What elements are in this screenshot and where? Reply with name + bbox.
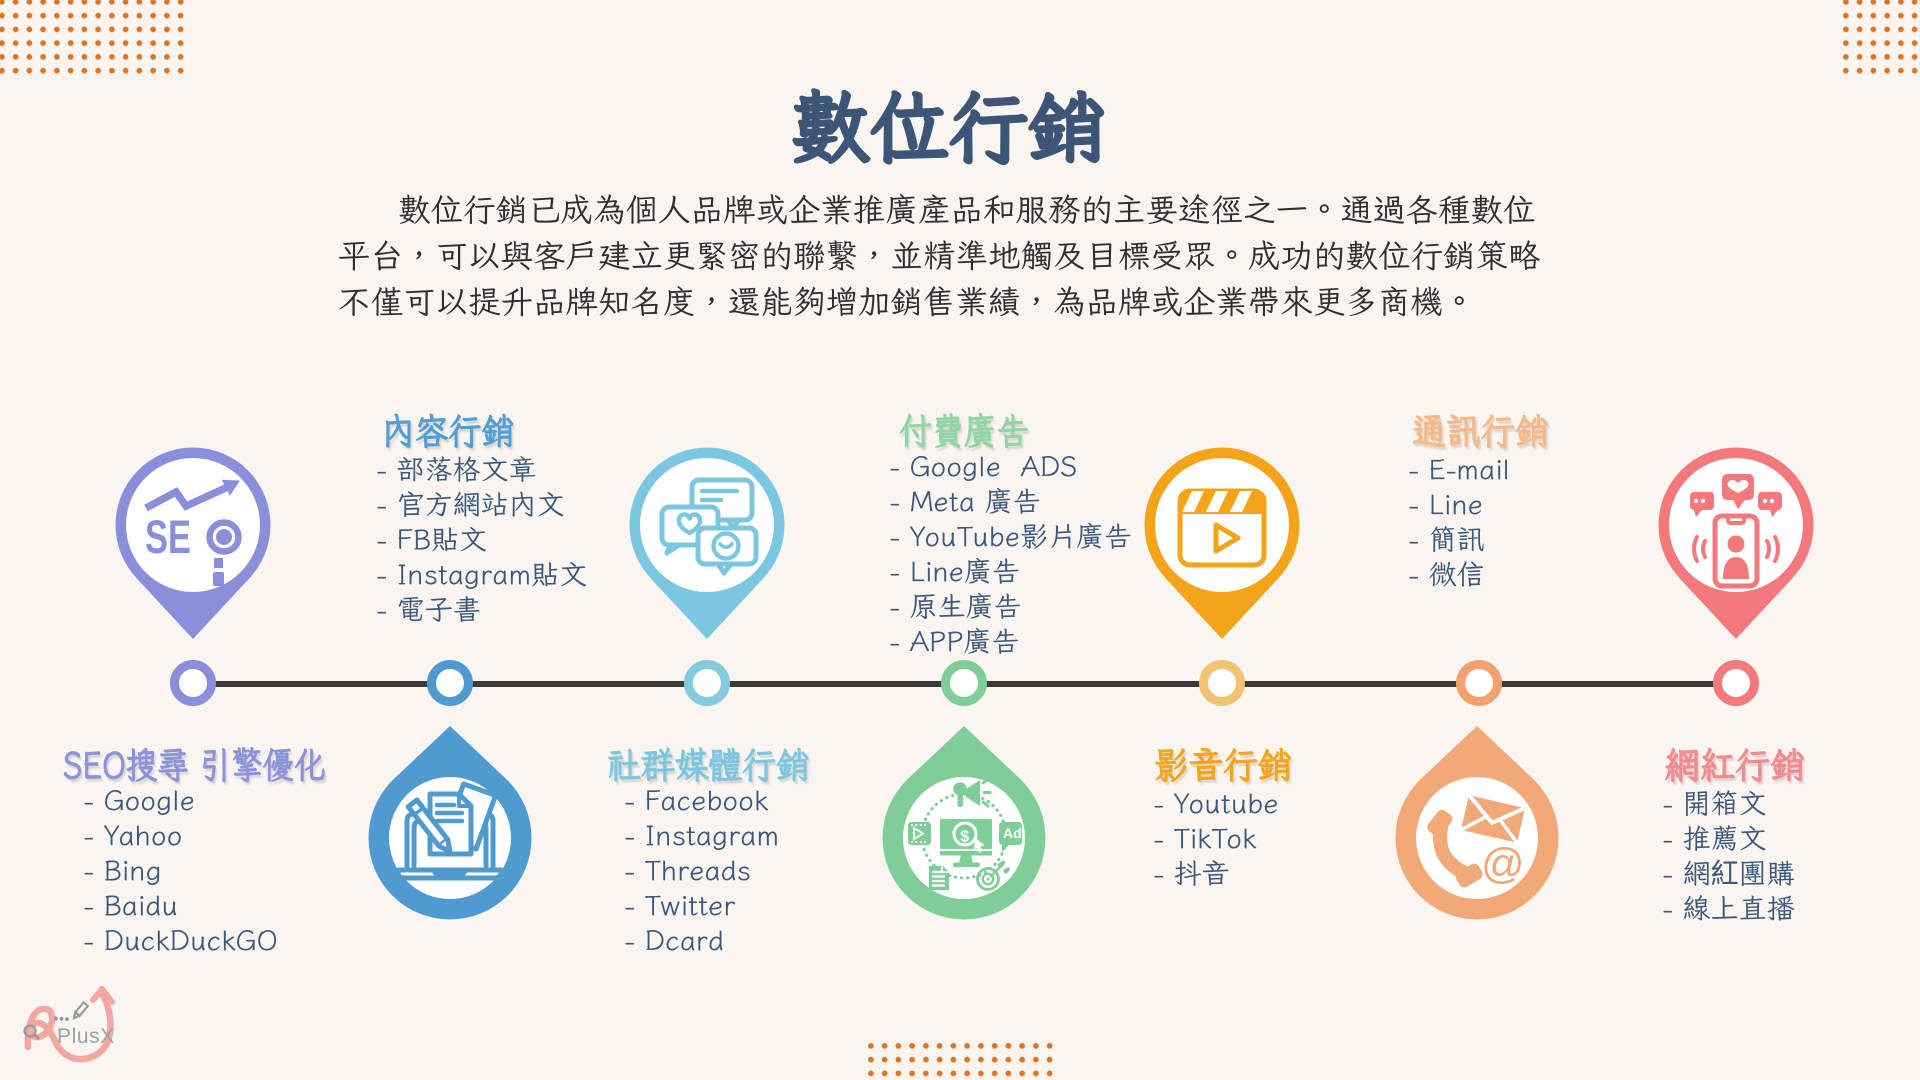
svg-text:Ad: Ad (1003, 825, 1022, 841)
svg-text:$: $ (960, 829, 969, 846)
svg-text:SE: SE (145, 510, 191, 563)
svg-text:PlusX: PlusX (57, 1025, 115, 1048)
svg-text:@: @ (1481, 840, 1525, 888)
